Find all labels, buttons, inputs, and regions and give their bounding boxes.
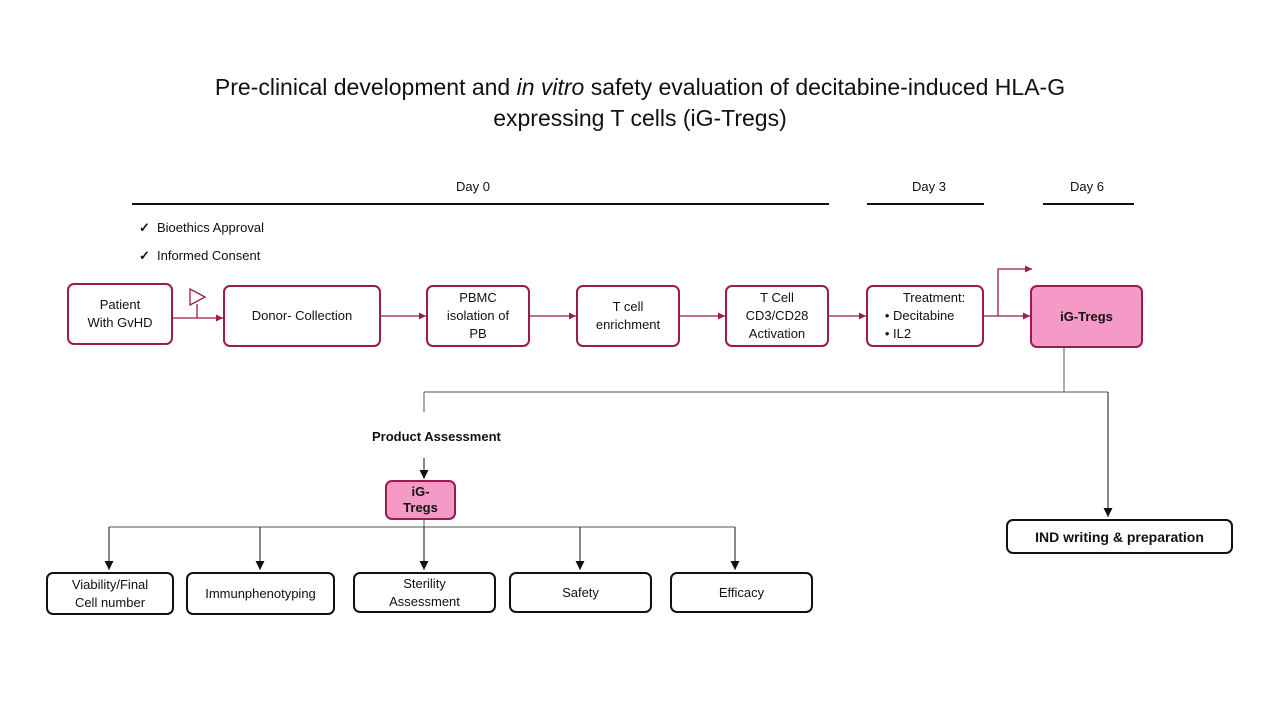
assessment-efficacy-text: Efficacy xyxy=(718,584,765,600)
title-part-2: safety evaluation of decitabine-induced … xyxy=(590,74,1066,100)
step-treatment-item-1-text: Decitabine xyxy=(892,308,955,323)
step-tcell-enrichment: T cell enrichment xyxy=(576,285,680,347)
check-consent-text: Informed Consent xyxy=(157,248,261,263)
step-activation-line-3: Activation xyxy=(748,326,806,341)
assessment-immunophenotyping: Immunphenotyping xyxy=(186,572,335,615)
diagram-title: Pre-clinical development and in vitro sa… xyxy=(140,72,1140,134)
check-bioethics: ✓ Bioethics Approval xyxy=(139,220,264,236)
step-patient-line-1: Patient xyxy=(99,297,141,312)
step-tcell-line-1: T cell xyxy=(612,299,644,314)
assessment-sterility-line-2: Assessment xyxy=(389,593,460,609)
ind-preparation: IND writing & preparation xyxy=(1006,519,1233,554)
product-assessment-label: Product Assessment xyxy=(372,429,501,444)
assessment-product-line-1: iG- xyxy=(411,484,430,499)
arrow-branch-up xyxy=(997,265,1032,316)
step-treatment-item-2: • IL2 xyxy=(884,326,912,341)
step-tcell-line-2: enrichment xyxy=(595,317,661,332)
label-day0: Day 0 xyxy=(456,179,490,194)
assessment-product: iG-Tregs xyxy=(385,480,456,520)
checkmark-icon: ✓ xyxy=(139,248,150,263)
title-italic: in vitro xyxy=(516,74,585,100)
step-pbmc-line-1: PBMC xyxy=(459,290,497,305)
label-day6: Day 6 xyxy=(1070,179,1104,194)
ind-preparation-text: IND writing & preparation xyxy=(1035,528,1204,545)
checkmark-icon: ✓ xyxy=(139,220,150,235)
check-bioethics-text: Bioethics Approval xyxy=(157,220,264,235)
assessment-safety: Safety xyxy=(509,572,652,613)
step-donor-collection: Donor- Collection xyxy=(223,285,381,347)
step-product-text: iG-Tregs xyxy=(1060,308,1113,324)
check-consent: ✓ Informed Consent xyxy=(139,248,260,264)
step-treatment-item-1: • Decitabine xyxy=(884,308,955,323)
assessment-viability-line-1: Viability/Final xyxy=(71,576,149,592)
assessment-safety-text: Safety xyxy=(562,584,599,600)
step-pbmc-line-2: isolation of xyxy=(446,308,510,323)
step-activation-line-2: CD3/CD28 xyxy=(745,308,809,323)
step-treatment-item-2-text: IL2 xyxy=(892,326,912,341)
assessment-product-line-2: Tregs xyxy=(403,500,438,515)
step-treatment-heading: Treatment: xyxy=(902,290,966,305)
step-patient-line-2: With GvHD xyxy=(87,315,153,330)
title-part-1: Pre-clinical development and xyxy=(214,74,511,100)
title-line-2: expressing T cells (iG-Tregs) xyxy=(493,105,787,131)
step-treatment: Treatment: • Decitabine • IL2 xyxy=(866,285,984,347)
step-product-ig-tregs: iG-Tregs xyxy=(1030,285,1143,348)
assessment-sterility-line-1: Sterility xyxy=(403,575,446,591)
step-pbmc: PBMC isolation of PB xyxy=(426,285,530,347)
label-day3: Day 3 xyxy=(912,179,946,194)
assessment-viability-line-2: Cell number xyxy=(74,594,146,610)
assessment-immuno-text: Immunphenotyping xyxy=(205,585,316,601)
assessment-efficacy: Efficacy xyxy=(670,572,813,613)
title-line-1: Pre-clinical development and in vitro sa… xyxy=(140,72,1140,103)
step-activation-line-1: T Cell xyxy=(760,290,794,305)
step-pbmc-line-3: PB xyxy=(469,326,487,341)
junction-triangle xyxy=(189,287,207,307)
step-donor-text: Donor- Collection xyxy=(251,308,353,323)
